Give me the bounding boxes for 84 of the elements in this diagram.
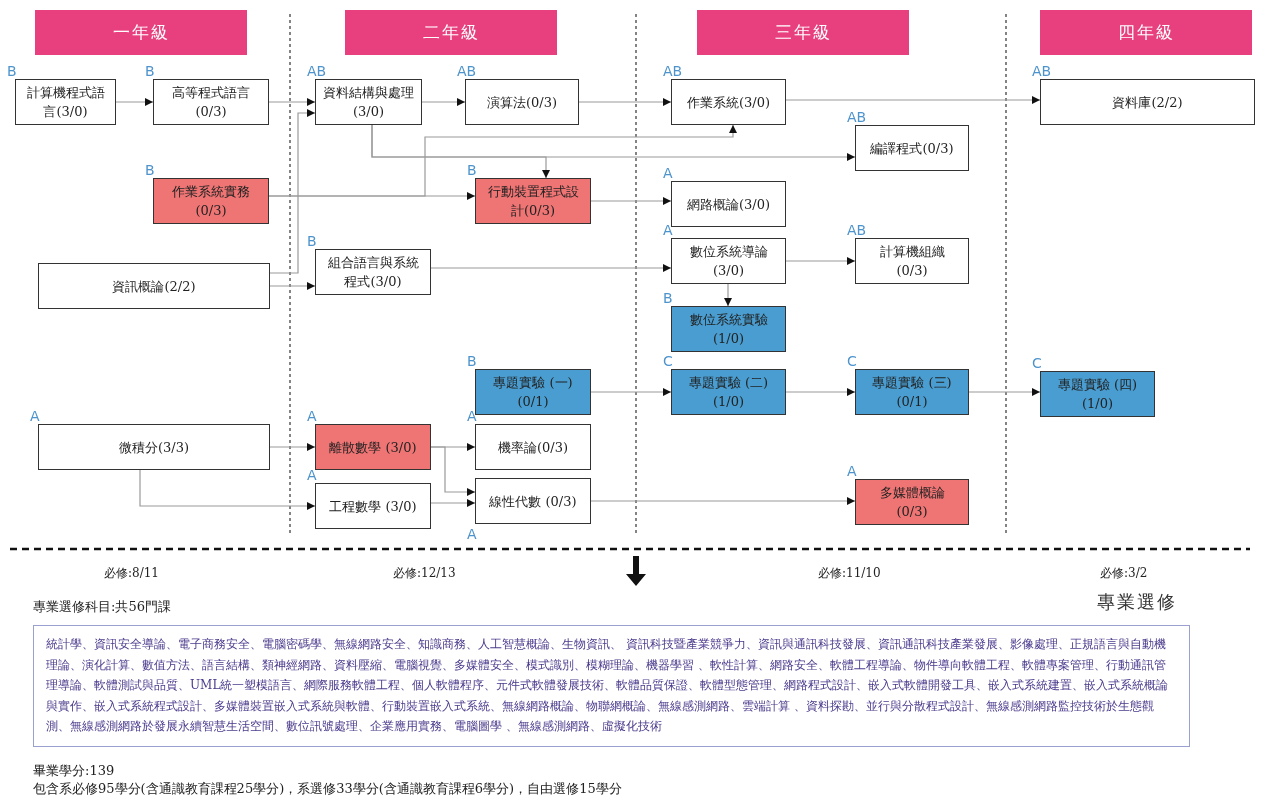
year-header: 二年級 [345, 10, 557, 55]
grade-tag: B [467, 353, 477, 369]
arrow [785, 257, 856, 265]
course-box [38, 263, 270, 309]
grade-tag: C [1032, 355, 1042, 371]
course-name: 資料結構與處理(3/0) [322, 84, 415, 121]
course-name: 編譯程式(0/3) [870, 139, 954, 158]
credit-note: 必修:11/10 [818, 565, 881, 582]
grade-tag: AB [847, 222, 867, 238]
arrow [269, 282, 316, 290]
grade-tag: B [145, 162, 155, 178]
course-name: 作業系統實務(0/3) [171, 183, 251, 220]
course-name: 作業系統(3/0) [686, 93, 771, 112]
section-heading: 專業選修科目:共56門課 [33, 598, 171, 616]
arrow [430, 446, 476, 496]
arrow [371, 124, 550, 179]
course-name: 數位系統實驗 (1/0) [688, 311, 769, 348]
arrow [590, 197, 672, 205]
arrow [578, 98, 672, 106]
arrow [968, 388, 1041, 396]
course-name: 專題實驗 (二)(1/0) [687, 374, 770, 411]
course-name: 資訊概論(2/2) [112, 277, 196, 296]
arrow [785, 388, 856, 396]
grade-tag: AB [847, 109, 867, 125]
grade-tag: B [145, 63, 155, 79]
grade-tag: B [467, 162, 477, 178]
arrow [430, 264, 672, 272]
arrow [421, 98, 466, 106]
credit-total: 畢業學分:139 [33, 762, 115, 780]
course-name: 計算機程式語言(3/0) [25, 84, 106, 121]
grade-tag: B [663, 290, 673, 306]
course-name: 線性代數 (0/3) [489, 492, 577, 511]
course-name: 微積分(3/3) [118, 438, 190, 457]
course-name: 離散數學 (3/0) [329, 438, 417, 457]
grade-tag: A [847, 463, 857, 479]
year-header: 三年級 [697, 10, 909, 55]
grade-tag: A [30, 408, 40, 424]
course-name: 專題實驗 (四)(1/0) [1056, 376, 1139, 413]
grade-tag: B [7, 63, 17, 79]
course-name: 演算法(0/3) [486, 93, 558, 112]
credit-note: 必修:12/13 [393, 565, 456, 582]
grade-tag: AB [307, 63, 327, 79]
course-list: 統計學、資訊安全導論、電子商務安全、電腦密碼學、無線網路安全、知識商務、人工智慧概論、生物資訊、 資訊科技暨產業競爭力、資訊與通訊科技發展、資訊通訊科技產業發展、影像處理、正規語言與自動機理論、演化計算、數值方法、語言結構、類神經網路、資料壓縮、電腦視覺、多媒體安全、模式識別、模糊理論、機器學習 、軟性計算、網路安全、軟體工程導論、物件導向軟體工程、軟體專案管理、行動通訊管理導論、軟體測試與品質、UML統一塑模語言、網際服務軟體工程、個人軟體程序、元件式軟體發展技術、軟體品質保證、軟體型態管理、網路程式設計、嵌入式軟體開發工具、嵌入式系統建置、嵌入式系統概論與實作、嵌入式系統程式設計、多媒體裝置嵌入式系統與軟體、行動裝置嵌入式系統、無線網路概論、物聯網概論、無線感測網路、雲端計算 、資料探勘、並行與分散程式設計、無線感測網路監控技術於生態觀測、無線感測網路於發展永續智慧生活空間、數位訊號處理、企業應用實務、電腦圖學 、無線感測網路、虛擬化技術 [46, 637, 1169, 733]
arrow [268, 98, 316, 106]
panel-heading: 專業選修 [1097, 592, 1177, 613]
grade-tag: A [663, 165, 673, 181]
year-header: 一年級 [35, 10, 247, 55]
course-name: 網路概論(3/0) [686, 195, 771, 214]
course-name: 行動裝置程式設計(0/3) [486, 183, 580, 220]
course-name: 機率論(0/3) [497, 438, 569, 457]
course-name: 計算機組織 (0/3) [878, 243, 946, 280]
grade-tag: A [307, 408, 317, 424]
course-name: 專題實驗 (一)(0/1) [492, 374, 574, 411]
arrow [785, 96, 1041, 104]
grade-tag: C [663, 353, 673, 369]
course-name: 專題實驗 (三)(0/1) [871, 374, 953, 411]
year-header: 四年級 [1040, 10, 1252, 55]
arrow [430, 499, 476, 507]
arrow [269, 443, 316, 451]
grade-tag: A [467, 526, 477, 542]
course-name: 組合語言與系統程式(3/0) [326, 254, 420, 291]
grade-tag: C [847, 353, 857, 369]
course-name: 高等程式語言 (0/3) [171, 84, 251, 121]
arrow [139, 469, 316, 510]
credit-note: 必修:3/2 [1100, 565, 1148, 582]
grade-tag: A [663, 222, 673, 238]
arrow [590, 497, 856, 505]
course-name: 資料庫(2/2) [1112, 93, 1183, 112]
grade-tag: AB [457, 63, 477, 79]
arrow [590, 388, 672, 396]
arrow [269, 109, 316, 274]
arrow [724, 283, 732, 307]
credit-breakdown: 包含系必修95學分(含通識教育課程25學分)，系選修33學分(含通識教育課程6學分)，自由選修15學分 [33, 780, 622, 798]
grade-tag: A [307, 467, 317, 483]
grade-tag: A [467, 408, 477, 424]
grade-tag: B [307, 233, 317, 249]
arrow [115, 98, 154, 106]
course-name: 工程數學 (3/0) [329, 497, 417, 516]
course-name: 多媒體概論 (0/3) [878, 484, 946, 521]
grade-tag: AB [1032, 63, 1052, 79]
credit-note: 必修:8/11 [104, 565, 159, 582]
arrow [268, 124, 737, 197]
grade-tag: AB [663, 63, 683, 79]
course-name: 數位系統導論 (3/0) [688, 243, 769, 280]
